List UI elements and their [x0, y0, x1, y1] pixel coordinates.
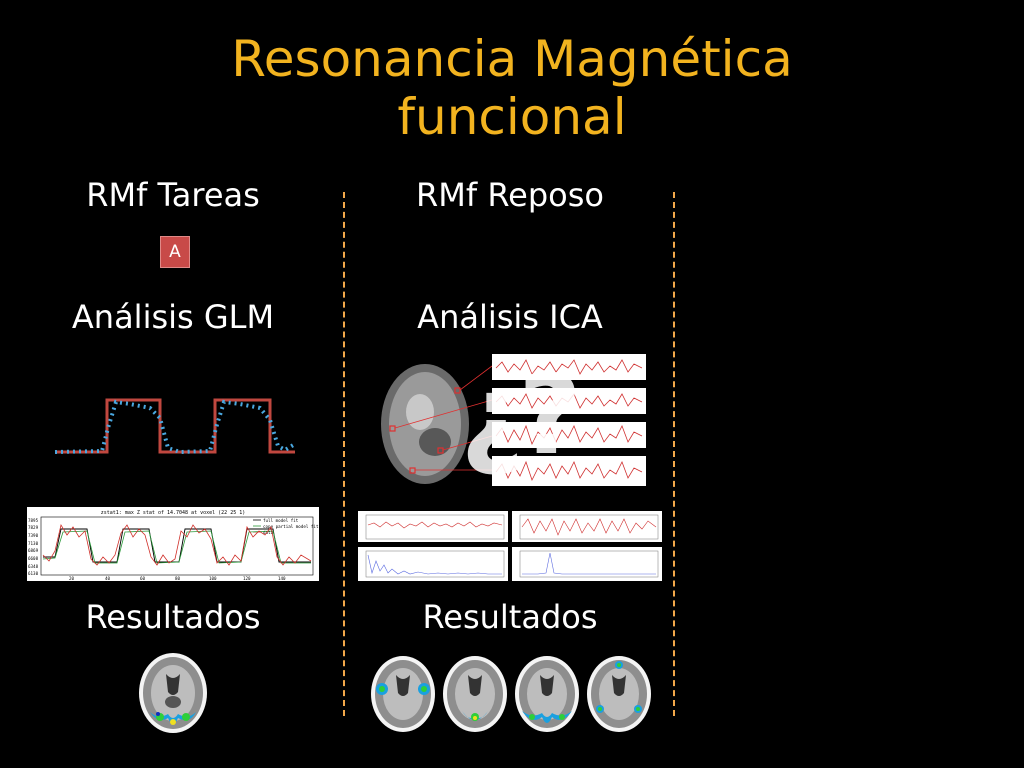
glm-analysis-heading: Análisis GLM	[71, 298, 275, 336]
glm-plot-title: zstat1: max Z stat of 14.7048 at voxel (…	[101, 510, 246, 516]
ica-brain-result-1	[371, 656, 435, 732]
title-line-2: funcional	[397, 88, 627, 146]
x-tick: 100	[209, 576, 217, 581]
x-tick: 40	[105, 576, 111, 581]
y-tick: 7130	[28, 541, 39, 546]
task-results-heading: Resultados	[85, 598, 261, 636]
glm-model-fit	[43, 528, 311, 563]
x-tick: 120	[243, 576, 251, 581]
glm-partial-fit	[42, 530, 311, 564]
y-tick: 7390	[28, 533, 39, 538]
y-tick: 6608	[28, 556, 39, 561]
x-tick: 140	[278, 576, 286, 581]
legend-entry: data	[263, 530, 274, 535]
task-fmri-heading: RMf Tareas	[86, 176, 260, 214]
x-tick: 60	[140, 576, 146, 581]
timecourse-panels	[492, 354, 646, 486]
glm-data	[42, 523, 312, 566]
legend-entry: cope partial model fit	[263, 524, 319, 529]
glm-timeseries-plot: zstat1: max Z stat of 14.7048 at voxel (…	[27, 507, 319, 581]
left-divider	[343, 192, 345, 716]
rest-fmri-heading: RMf Reposo	[416, 176, 604, 214]
y-tick: 6869	[28, 548, 39, 553]
right-divider	[673, 192, 675, 716]
x-tick: 20	[69, 576, 75, 581]
slide-title: Resonancia Magnética funcional	[0, 30, 1024, 146]
label-badge: A	[160, 236, 190, 268]
task-brain-result	[139, 653, 207, 733]
ica-component-panels	[358, 511, 662, 581]
glm-x-ticks: 20 40 60 80 100 120 140	[69, 576, 286, 581]
glm-y-ticks: 7895 7829 7390 7130 6869 6608 6348 6130	[28, 518, 39, 576]
ica-brain-result-2	[443, 656, 507, 732]
ica-brain-result-4	[587, 656, 651, 732]
legend-entry: full model fit	[263, 518, 299, 523]
y-tick: 7829	[28, 525, 39, 530]
block-design-diagram	[54, 398, 297, 455]
ica-brain-result-3	[515, 656, 579, 732]
y-tick: 6130	[28, 571, 39, 576]
rest-results-heading: Resultados	[422, 598, 598, 636]
y-tick: 7895	[28, 518, 39, 523]
ica-brain-timecourses	[381, 354, 646, 486]
question-mark-glyph: ¿?	[460, 351, 582, 479]
hrf-dotted-line	[54, 399, 297, 455]
ica-analysis-heading: Análisis ICA	[417, 298, 603, 336]
title-line-1: Resonancia Magnética	[231, 30, 793, 88]
y-tick: 6348	[28, 564, 39, 569]
x-tick: 80	[175, 576, 181, 581]
